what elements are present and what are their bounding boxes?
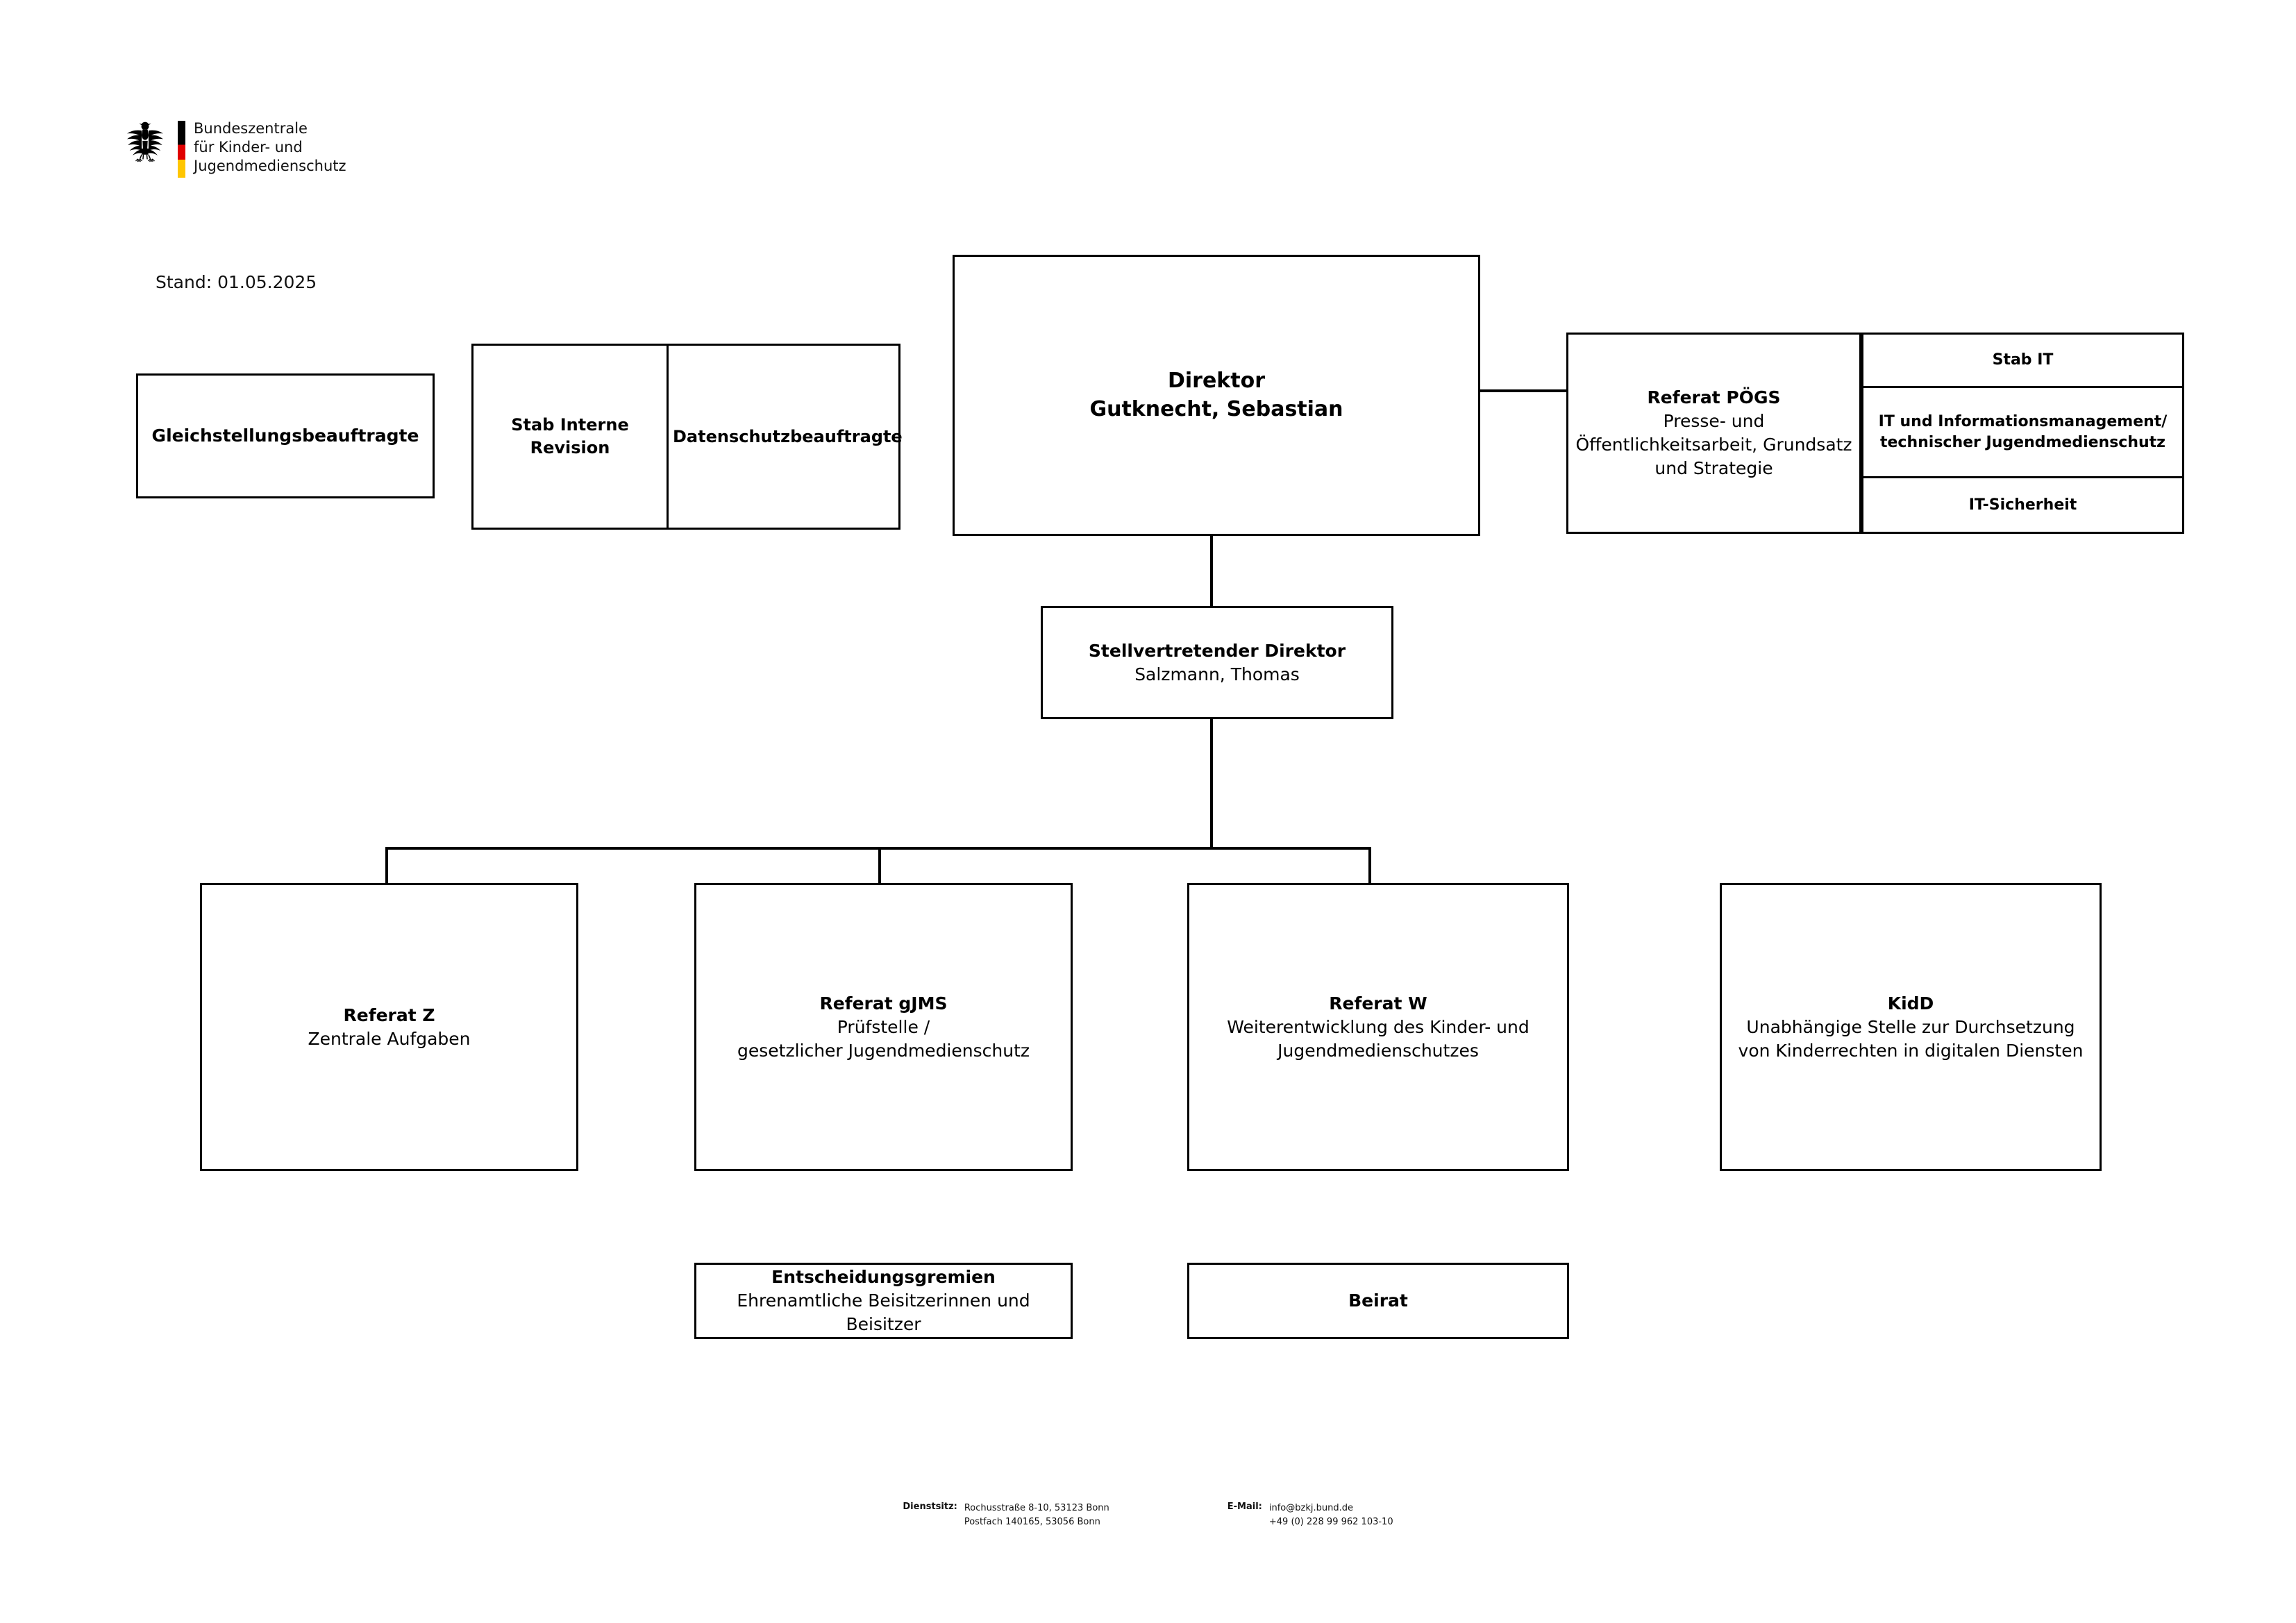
footer-dienstsitz: Dienstsitz: Rochusstraße 8-10, 53123 Bon… — [903, 1502, 1109, 1529]
box-title: Entscheidungsgremien — [771, 1267, 996, 1287]
cell-title: Datenschutzbeauftragte — [673, 426, 903, 446]
logo-line-1: Bundeszentrale — [194, 120, 308, 137]
box-title: KidD — [1887, 993, 1934, 1014]
connector-drop-referat-w — [1368, 847, 1371, 883]
box-subtitle: Ehrenamtliche Beisitzerinnen und Beisitz… — [737, 1290, 1030, 1334]
box-direktor[interactable]: Direktor Gutknecht, Sebastian — [953, 255, 1480, 536]
connector-direktor-stellv — [1210, 535, 1213, 607]
box-subtitle: Salzmann, Thomas — [1134, 664, 1300, 684]
footer-dienstsitz-value: Rochusstraße 8-10, 53123 Bonn Postfach 1… — [964, 1503, 1109, 1527]
footer: Dienstsitz: Rochusstraße 8-10, 53123 Bon… — [0, 1502, 2296, 1529]
box-title: Referat Z — [343, 1004, 435, 1025]
box-subtitle: Presse- und Öffentlichkeitsarbeit, Grund… — [1575, 411, 1852, 478]
box-title: Beirat — [1348, 1290, 1408, 1311]
box-entscheidungsgremien[interactable]: Entscheidungsgremien Ehrenamtliche Beisi… — [694, 1263, 1073, 1339]
status-date: Stand: 01.05.2025 — [156, 272, 317, 292]
logo-line-2: für Kinder- und — [194, 138, 303, 155]
box-subtitle: Prüfstelle / gesetzlicher Jugendmediensc… — [737, 1016, 1030, 1061]
logo-wordmark: Bundeszentrale für Kinder- und Jugendmed… — [194, 119, 346, 176]
connector-direktor-poegs — [1477, 389, 1568, 392]
cell-title: Stab Interne Revision — [511, 415, 629, 457]
box-beirat[interactable]: Beirat — [1187, 1263, 1569, 1339]
german-flag-bar-icon — [178, 121, 185, 178]
box-referat-poegs[interactable]: Referat PÖGS Presse- und Öffentlichkeits… — [1566, 333, 1861, 534]
box-title: Stellvertretender Direktor — [1088, 640, 1346, 661]
logo-line-3: Jugendmedienschutz — [194, 157, 346, 174]
box-stab-it-group[interactable]: Stab IT IT und Informationsmanagement/ t… — [1861, 333, 2184, 534]
box-subtitle: Zentrale Aufgaben — [308, 1028, 471, 1049]
box-kidd[interactable]: KidD Unabhängige Stelle zur Durchsetzung… — [1720, 883, 2102, 1171]
cell-stab-it[interactable]: Stab IT — [1863, 335, 2182, 388]
box-subtitle: Gutknecht, Sebastian — [1089, 396, 1343, 421]
box-title: Gleichstellungsbeauftragte — [151, 426, 419, 446]
box-title: Referat W — [1329, 993, 1427, 1014]
box-stellvertretender-direktor[interactable]: Stellvertretender Direktor Salzmann, Tho… — [1041, 606, 1393, 719]
cell-title: IT und Informationsmanagement/ technisch… — [1878, 412, 2168, 451]
footer-email: E-Mail: info@bzkj.bund.de +49 (0) 228 99… — [1227, 1502, 1393, 1529]
cell-it-sicherheit[interactable]: IT-Sicherheit — [1863, 478, 2182, 532]
box-referat-gjms[interactable]: Referat gJMS Prüfstelle / gesetzlicher J… — [694, 883, 1073, 1171]
connector-drop-referat-z — [385, 847, 388, 883]
organization-logo: Bundeszentrale für Kinder- und Jugendmed… — [124, 119, 346, 178]
box-referat-z[interactable]: Referat Z Zentrale Aufgaben — [200, 883, 578, 1171]
box-subtitle: Weiterentwicklung des Kinder- und Jugend… — [1227, 1016, 1530, 1061]
bundesadler-eagle-icon — [127, 121, 163, 162]
cell-title: IT-Sicherheit — [1968, 496, 2077, 514]
connector-drop-referat-gjms — [878, 847, 881, 883]
cell-it-informationsmanagement[interactable]: IT und Informationsmanagement/ technisch… — [1863, 388, 2182, 478]
footer-email-label: E-Mail: — [1227, 1502, 1262, 1512]
box-gleichstellungsbeauftragte[interactable]: Gleichstellungsbeauftragte — [136, 373, 435, 498]
box-subtitle: Unabhängige Stelle zur Durchsetzung von … — [1738, 1016, 2084, 1061]
cell-title: Stab IT — [1992, 351, 2054, 369]
footer-dienstsitz-label: Dienstsitz: — [903, 1502, 957, 1512]
box-referat-w[interactable]: Referat W Weiterentwicklung des Kinder- … — [1187, 883, 1569, 1171]
box-title: Referat PÖGS — [1647, 387, 1781, 407]
cell-stab-interne-revision[interactable]: Stab Interne Revision — [474, 346, 669, 528]
box-stab-und-datenschutz[interactable]: Stab Interne Revision Datenschutzbeauftr… — [471, 344, 903, 530]
connector-stellv-down — [1210, 718, 1213, 847]
box-title: Referat gJMS — [819, 993, 948, 1014]
cell-datenschutzbeauftragte[interactable]: Datenschutzbeauftragte — [669, 346, 907, 528]
footer-email-value[interactable]: info@bzkj.bund.de +49 (0) 228 99 962 103… — [1268, 1503, 1393, 1527]
box-title: Direktor — [1167, 368, 1266, 393]
